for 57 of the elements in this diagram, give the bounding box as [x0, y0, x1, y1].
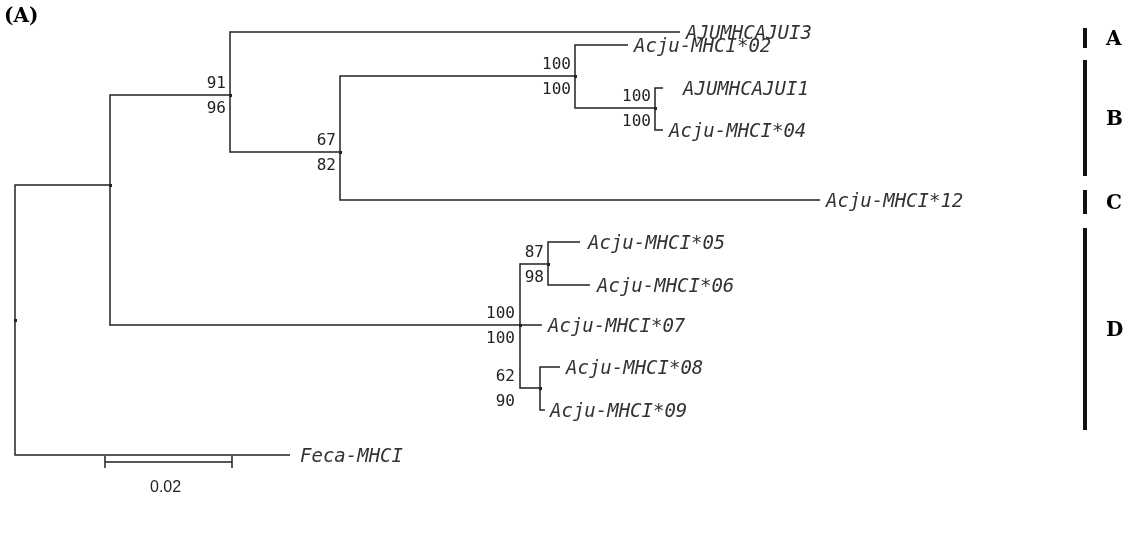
tree-branch [654, 107, 664, 131]
bootstrap-value: 100 [542, 55, 571, 73]
branch-node [519, 324, 522, 327]
tree-branch [574, 75, 655, 109]
bootstrap-value: 90 [495, 392, 515, 410]
branch-node [547, 263, 550, 266]
bootstrap-value: 100 [622, 112, 651, 130]
tree-branch [14, 319, 291, 456]
bootstrap-value: 62 [495, 367, 515, 385]
clade-letter: A [1106, 27, 1122, 49]
taxon-label: AJUMHCAJUI1 [663, 77, 809, 99]
clade-letter: B [1106, 107, 1123, 129]
tree-branch [229, 94, 340, 153]
taxon-label: Acju-MHCI*08 [560, 356, 704, 378]
scale-value: 0.02 [150, 478, 182, 496]
tree-branch [109, 94, 230, 186]
tree-branch [339, 75, 575, 153]
tree-branch [547, 241, 581, 265]
tree-branch [14, 184, 110, 321]
clade-letter: C [1106, 191, 1122, 213]
tree-branch [539, 387, 546, 411]
taxon-label: Acju-MHCI*12 [820, 189, 964, 211]
tree-branch [229, 31, 681, 96]
taxon-label: Acju-MHCI*07 [542, 314, 686, 336]
panel-title: (A) [4, 4, 39, 26]
bootstrap-value: 100 [486, 304, 515, 322]
tree-branch [519, 263, 548, 326]
bootstrap-value: 96 [206, 99, 226, 117]
bootstrap-value: 67 [316, 131, 336, 149]
branch-node [229, 94, 232, 97]
tree-branch [339, 151, 821, 201]
branch-node [574, 75, 577, 78]
tree-branch [519, 324, 540, 389]
taxon-label: Acju-MHCI*05 [580, 231, 726, 253]
bootstrap-value: 91 [206, 74, 226, 92]
bootstrap-value: 98 [524, 268, 544, 286]
taxon-label: Acju-MHCI*06 [590, 274, 735, 296]
tree-branch [574, 44, 629, 77]
bootstrap-value: 82 [316, 156, 336, 174]
branch-node [654, 107, 657, 110]
branch-node [14, 319, 17, 322]
tree-branch [654, 87, 664, 109]
bootstrap-value: 100 [622, 87, 651, 105]
taxon-label: Feca-MHCI [290, 444, 403, 466]
taxon-label: Acju-MHCI*04 [663, 119, 807, 141]
bootstrap-value: 100 [542, 80, 571, 98]
taxon-label: Acju-MHCI*09 [545, 399, 688, 421]
branch-node [339, 151, 342, 154]
bootstrap-value: 100 [486, 329, 515, 347]
tree-branch [519, 324, 543, 326]
tree-branch [539, 366, 561, 389]
tree-branch [109, 184, 520, 326]
branch-node [539, 387, 542, 390]
clade-letter: D [1106, 318, 1124, 340]
branch-node [109, 184, 112, 187]
bootstrap-value: 87 [524, 243, 544, 261]
tree-branch [547, 263, 591, 286]
